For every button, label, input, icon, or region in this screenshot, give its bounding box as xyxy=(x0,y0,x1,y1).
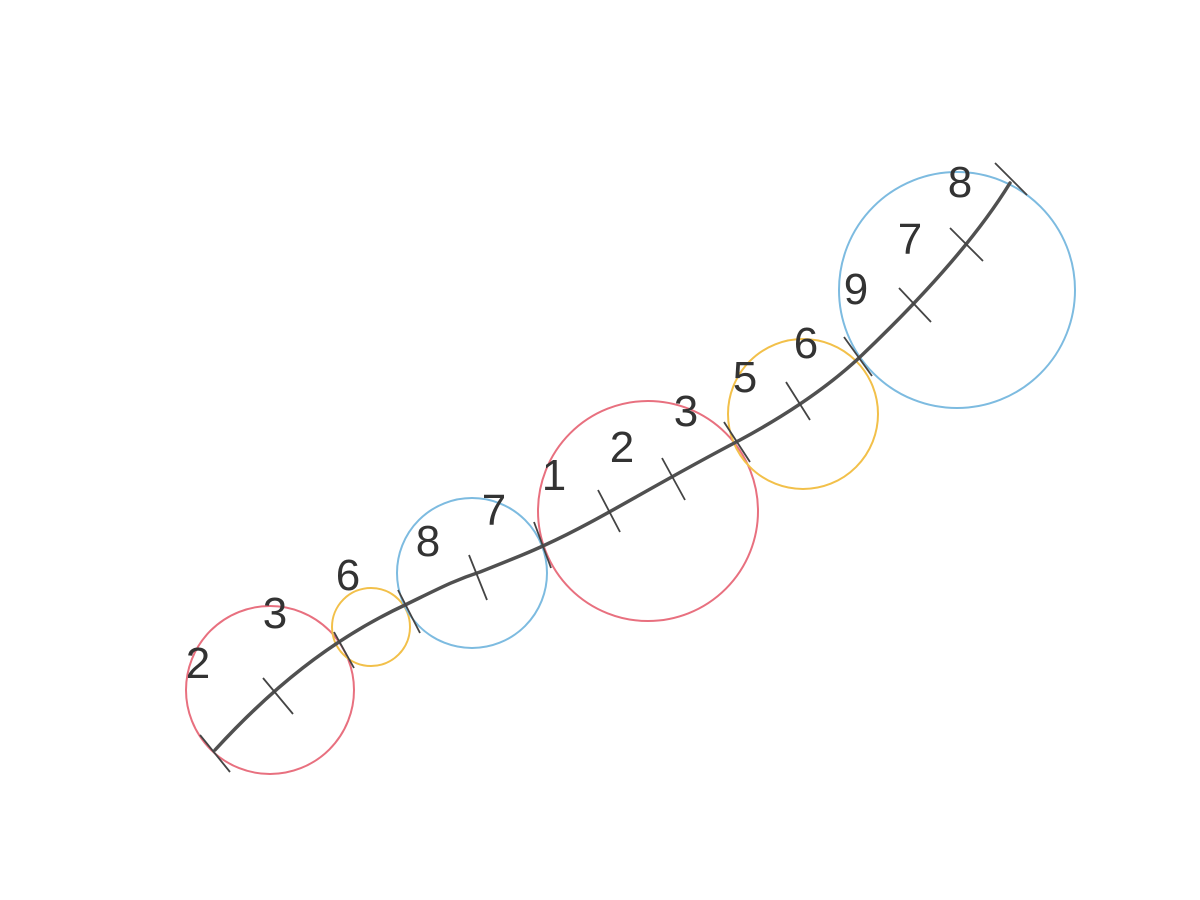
digit-label: 8 xyxy=(416,517,440,566)
digit-label: 7 xyxy=(898,215,922,264)
digit-label: 3 xyxy=(263,589,287,638)
digit-circles xyxy=(185,171,1076,775)
tick-mark xyxy=(262,677,294,715)
digit-label: 3 xyxy=(674,387,698,436)
tick-mark xyxy=(597,489,621,533)
digit-labels: 2 3 6 8 7 1 2 3 5 6 9 7 8 xyxy=(186,158,972,688)
digit-label: 2 xyxy=(610,423,634,472)
circle-blue-2 xyxy=(838,171,1076,409)
tick-mark xyxy=(994,162,1028,196)
curve-path xyxy=(213,181,1012,752)
digit-label: 7 xyxy=(482,486,506,535)
circle-blue-1 xyxy=(396,497,548,649)
digit-label: 9 xyxy=(844,265,868,314)
boundary-ticks xyxy=(199,162,1028,773)
tick-mark xyxy=(785,381,811,421)
digit-label: 5 xyxy=(733,353,757,402)
digit-label: 8 xyxy=(948,158,972,207)
circle-yellow-2 xyxy=(727,338,879,490)
digit-label: 6 xyxy=(336,551,360,600)
tick-mark xyxy=(333,631,355,669)
circle-red-1 xyxy=(185,605,355,775)
digit-label: 1 xyxy=(542,451,566,500)
tick-mark xyxy=(898,287,932,323)
tick-mark xyxy=(661,457,686,501)
tick-mark xyxy=(843,336,873,377)
tick-mark xyxy=(723,421,751,463)
digit-label: 6 xyxy=(794,319,818,368)
tick-mark xyxy=(199,734,231,773)
tick-mark xyxy=(397,589,421,634)
digit-label: 2 xyxy=(186,639,210,688)
interior-ticks xyxy=(262,227,984,715)
circle-yellow-1 xyxy=(331,587,411,667)
circle-red-2 xyxy=(537,400,759,622)
tick-mark xyxy=(468,554,488,601)
tick-mark xyxy=(949,227,984,262)
tick-mark xyxy=(533,521,552,569)
